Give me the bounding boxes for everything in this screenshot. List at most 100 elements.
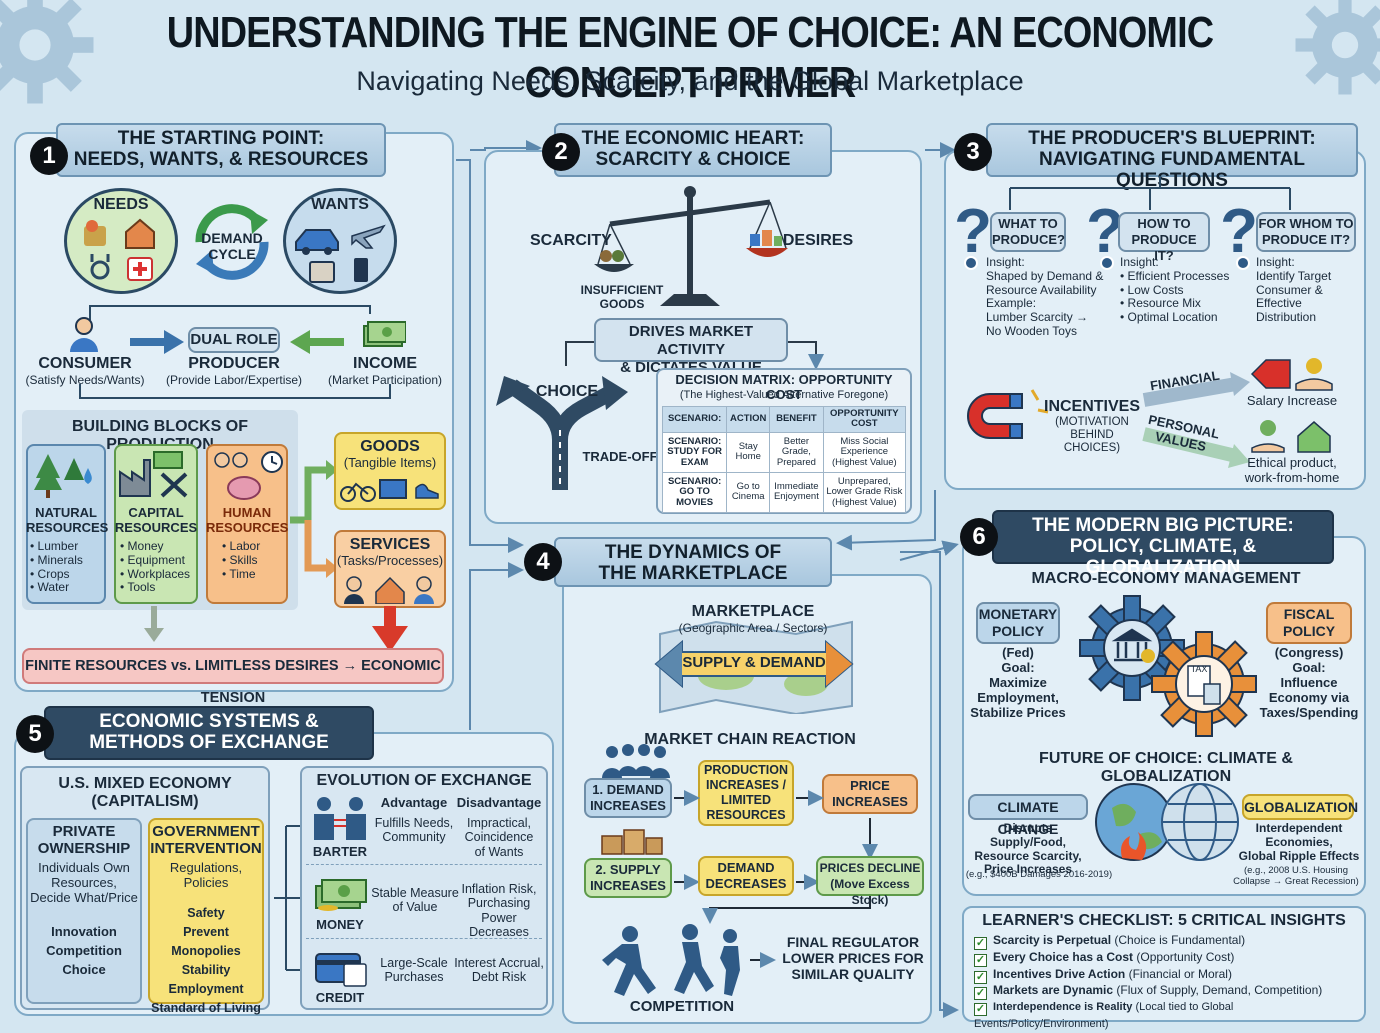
disadvantage-header: Disadvantage xyxy=(456,796,542,811)
needs-icons xyxy=(80,218,164,288)
checklist-item-text: (Choice is Fundamental) xyxy=(1111,933,1245,947)
needs-label: NEEDS xyxy=(64,196,178,214)
checklist-item: ✓Every Choice has a Cost (Opportunity Co… xyxy=(974,949,1364,966)
exchange-brace xyxy=(272,818,302,978)
insufficient-goods-label: INSUFFICIENT GOODS xyxy=(560,284,684,312)
globalization-sub: Interdependent Economies, Global Ripple … xyxy=(1236,822,1362,863)
evolution-exchange-title: EVOLUTION OF EXCHANGE xyxy=(300,772,548,790)
globe-network-icon xyxy=(1092,778,1242,866)
checklist-title: LEARNER'S CHECKLIST: 5 CRITICAL INSIGHTS xyxy=(962,912,1366,930)
matrix-cell: Go to Cinema xyxy=(727,472,770,512)
checklist-item: ✓Interdependence is Reality (Local tied … xyxy=(974,999,1364,1033)
section-6-header: THE MODERN BIG PICTURE: POLICY, CLIMATE,… xyxy=(992,510,1334,564)
incentives-sub: (MOTIVATION BEHIND CHOICES) xyxy=(1044,416,1140,456)
checklist-item: ✓Incentives Drive Action (Financial or M… xyxy=(974,966,1364,983)
matrix-cell: SCENARIO: GO TO MOVIES xyxy=(663,472,727,512)
checklist-item-text: (Flux of Supply, Demand, Competition) xyxy=(1113,983,1322,997)
demand-cycle-label: DEMAND CYCLE xyxy=(186,230,278,262)
capital-resources-label: CAPITAL RESOURCES xyxy=(114,506,198,536)
prices-decline-box: PRICES DECLINE (Move Excess Stock) xyxy=(816,856,924,896)
economic-tension-bar: FINITE RESOURCES vs. LIMITLESS DESIRES →… xyxy=(22,648,444,684)
matrix-cell: Stay Home xyxy=(727,432,770,472)
divider xyxy=(306,938,542,939)
section-1-header: THE STARTING POINT: NEEDS, WANTS, & RESO… xyxy=(56,123,386,177)
checklist-item: ✓ Markets are Dynamic (Flux of Supply, De… xyxy=(974,982,1364,999)
competition-runners-icon xyxy=(600,924,776,1000)
matrix-header: ACTION xyxy=(727,407,770,433)
dual-role-badge: DUAL ROLE xyxy=(188,327,280,353)
services-sub: (Tasks/Processes) xyxy=(334,554,446,569)
private-ownership-sub: Individuals Own Resources, Decide What/P… xyxy=(26,861,142,906)
section-4-number: 4 xyxy=(524,543,562,581)
matrix-header: SCENARIO: xyxy=(663,407,727,433)
money-advantage: Stable Measure of Value xyxy=(370,886,460,915)
fiscal-policy-sub: (Congress) Goal: Influence Economy via T… xyxy=(1256,646,1362,721)
tree-icon xyxy=(34,450,98,500)
checklist-item-bold: Markets are Dynamic xyxy=(993,983,1113,997)
monetary-policy-box: MONETARY POLICY xyxy=(976,602,1060,644)
money-disadvantage: Inflation Risk, Purchasing Power Decreas… xyxy=(452,882,546,940)
scarcity-label: SCARCITY xyxy=(530,232,610,250)
section-1-number: 1 xyxy=(30,137,68,175)
section-3-number: 3 xyxy=(954,133,992,171)
section-6-number: 6 xyxy=(960,518,998,556)
credit-disadvantage: Interest Accrual, Debt Risk xyxy=(452,956,546,985)
bulb-icon xyxy=(964,256,978,270)
money-icon xyxy=(314,872,370,912)
supply-demand-label: SUPPLY & DEMAND xyxy=(672,654,836,671)
marketplace-sub: (Geographic Area / Sectors) xyxy=(660,622,846,636)
checklist-item-text: (Financial or Moral) xyxy=(1125,967,1232,981)
checklist-item-bold: Every Choice has a Cost xyxy=(993,950,1133,964)
supply-boxes-icon xyxy=(600,826,664,856)
wants-icons xyxy=(292,218,388,288)
for-whom-insight: Insight: Identify Target Consumer & Effe… xyxy=(1256,256,1364,325)
capital-resources-list: • Money • Equipment • Workplaces • Tools xyxy=(120,540,200,595)
credit-advantage: Large-Scale Purchases xyxy=(372,956,456,985)
credit-label: CREDIT xyxy=(306,991,374,1006)
how-to-produce-box: HOW TO PRODUCE IT? xyxy=(1118,212,1210,252)
barter-disadvantage: Impractical, Coincidence of Wants xyxy=(456,816,542,859)
ethical-home-icon xyxy=(1250,418,1334,454)
salary-tag-icon xyxy=(1250,356,1334,392)
goods-label: GOODS xyxy=(334,438,446,456)
marketplace-label: MARKETPLACE xyxy=(670,603,836,621)
ethical-product-label: Ethical product, work-from-home xyxy=(1236,456,1348,486)
demand-decreases-box: DEMAND DECREASES xyxy=(698,856,794,896)
barter-icon xyxy=(310,796,370,842)
market-chain-title: MARKET CHAIN REACTION xyxy=(640,731,860,749)
barter-label: BARTER xyxy=(306,845,374,860)
checklist-item: ✓Scarcity is Perpetual (Choice is Fundam… xyxy=(974,932,1364,949)
competition-label: COMPETITION xyxy=(622,998,742,1015)
climate-change-note: (e.g., $400B Damages 2016-2019) xyxy=(962,870,1116,881)
checkbox-checked-icon: ✓ xyxy=(974,1003,987,1016)
us-economy-label: U.S. MIXED ECONOMY (CAPITALISM) xyxy=(20,775,270,812)
private-ownership-label: PRIVATE OWNERSHIP xyxy=(26,823,142,858)
section-2-number: 2 xyxy=(542,133,580,171)
choice-label: CHOICE xyxy=(532,383,602,401)
down-arrows xyxy=(140,606,430,654)
private-ownership-list: Innovation Competition Choice xyxy=(26,922,142,979)
checkbox-checked-icon: ✓ xyxy=(974,954,987,967)
income-sub: (Market Participation) xyxy=(322,374,448,388)
services-icons xyxy=(340,574,440,604)
goods-sub: (Tangible Items) xyxy=(334,456,446,471)
income-label: INCOME xyxy=(330,355,440,373)
checklist-item-bold: Scarcity is Perpetual xyxy=(993,933,1111,947)
brain-people-icon xyxy=(210,450,286,500)
person-icon xyxy=(66,316,102,352)
consumer-sub: (Satisfy Needs/Wants) xyxy=(18,374,152,388)
section-2-header: THE ECONOMIC HEART: SCARCITY & CHOICE xyxy=(554,123,832,177)
advantage-header: Advantage xyxy=(374,796,454,811)
matrix-cell: Immediate Enjoyment xyxy=(770,472,824,512)
checkbox-checked-icon: ✓ xyxy=(974,987,987,1000)
government-intervention-list: Safety Prevent Monopolies Stability Empl… xyxy=(148,904,264,1018)
human-resources-label: HUMAN RESOURCES xyxy=(206,506,288,536)
final-regulator-label: FINAL REGULATOR LOWER PRICES FOR SIMILAR… xyxy=(780,934,926,982)
resources-to-outputs-arrows xyxy=(288,450,338,590)
bulb-icon xyxy=(1100,256,1114,270)
monetary-policy-sub: (Fed) Goal: Maximize Employment, Stabili… xyxy=(966,646,1070,721)
macro-title: MACRO-ECONOMY MANAGEMENT xyxy=(980,570,1352,588)
divider xyxy=(306,864,542,865)
climate-change-box: CLIMATE CHANGE xyxy=(968,794,1088,820)
matrix-cell: SCENARIO: STUDY FOR EXAM xyxy=(663,432,727,472)
